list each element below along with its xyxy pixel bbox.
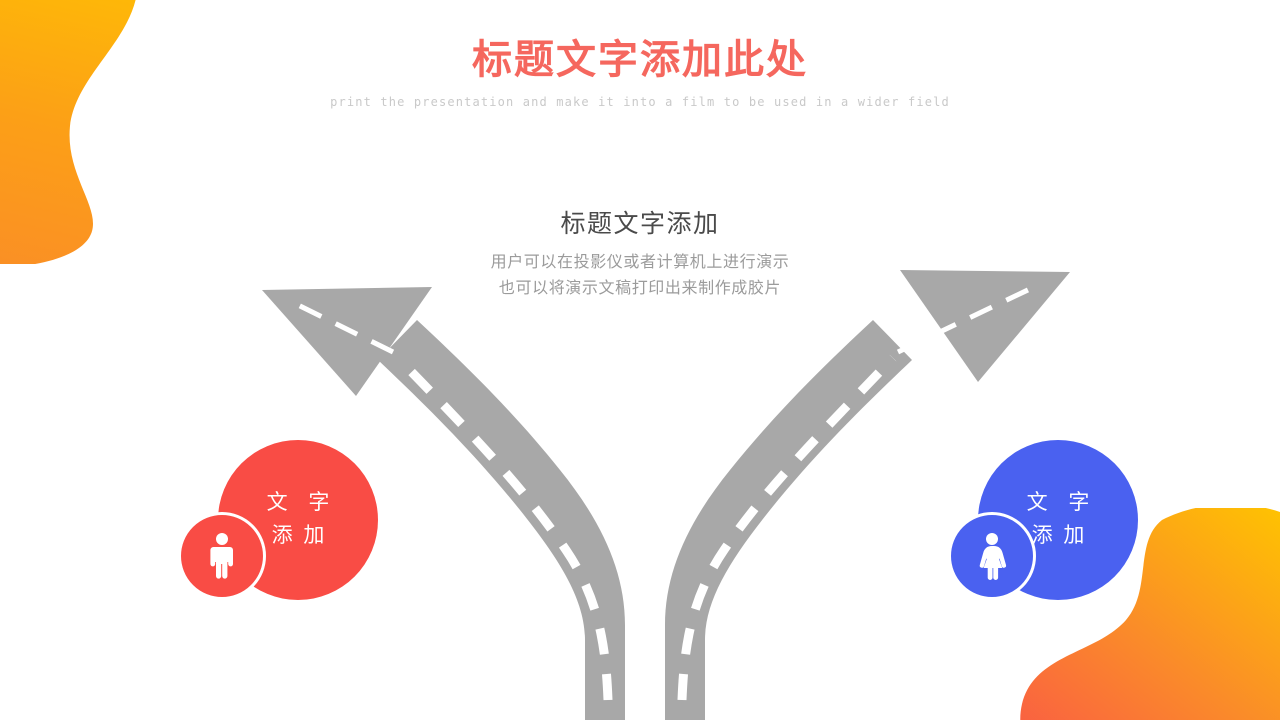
lane-markings-right <box>677 354 897 701</box>
page-title: 标题文字添加此处 <box>472 36 808 83</box>
lane-markings-left <box>394 354 613 701</box>
lane-markings-left-arrowhead <box>290 299 395 355</box>
female-figure-icon <box>979 533 1007 580</box>
node-right-icon-badge[interactable] <box>948 512 1036 600</box>
node-right-label: 文 字 添 加 <box>1000 486 1116 551</box>
lane-markings-right-arrowhead <box>896 285 1034 355</box>
node-right[interactable]: 文 字 添 加 <box>948 440 1148 600</box>
page-subtitle: print the presentation and make it into … <box>330 95 950 109</box>
node-left-label-line1: 文 字 <box>266 490 337 514</box>
node-right-label-line1: 文 字 <box>1026 490 1097 514</box>
center-caption-block: 标题文字添加 用户可以在投影仪或者计算机上进行演示 也可以将演示文稿打印出来制作… <box>0 208 1280 301</box>
road-surface <box>262 270 1070 720</box>
node-left-label-line2: 添 加 <box>271 522 327 547</box>
center-heading: 标题文字添加 <box>560 209 720 238</box>
node-right-label-line2: 添 加 <box>1031 522 1087 547</box>
center-description-line-1: 用户可以在投影仪或者计算机上进行演示 <box>490 251 790 271</box>
node-left-icon-badge[interactable] <box>178 512 266 600</box>
node-left-label: 文 字 添 加 <box>240 486 356 551</box>
center-description-line-2: 也可以将演示文稿打印出来制作成胶片 <box>498 277 782 297</box>
node-left[interactable]: 文 字 添 加 <box>178 440 378 600</box>
male-figure-icon <box>210 533 233 579</box>
